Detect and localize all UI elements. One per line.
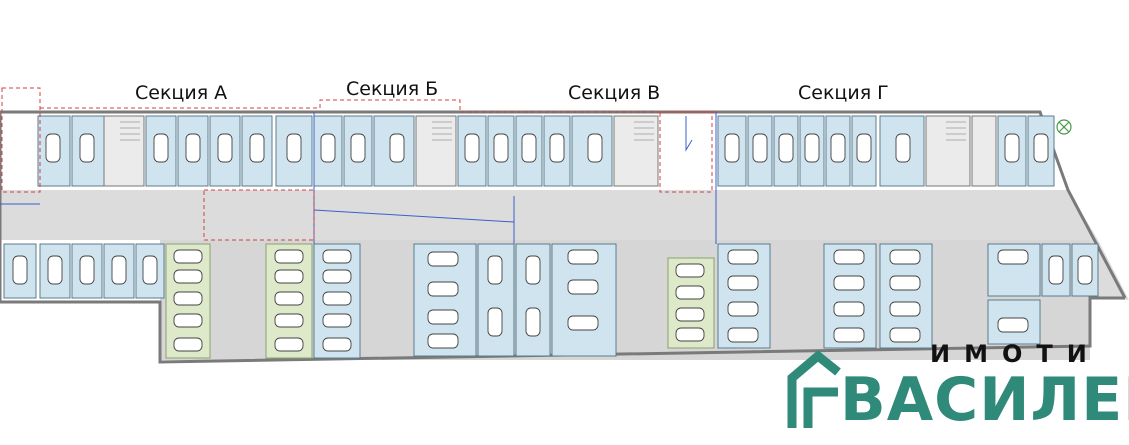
- car-symbols: [12, 133, 1093, 352]
- section-label-c: Секция В: [568, 82, 661, 104]
- north-marker: [1056, 119, 1072, 135]
- logo-tagline: ИМОТИ: [930, 340, 1101, 368]
- outer-wall-bottom: [0, 296, 1125, 364]
- upper-garages: [37, 115, 1055, 187]
- logo-brand-name: ВАСИЛЕВ: [840, 365, 1129, 435]
- red-dashed-outlines: [1, 87, 716, 241]
- section-label-d: Секция Г: [798, 82, 889, 104]
- logo-house-icon: [787, 350, 841, 428]
- stair-treads: [120, 121, 966, 141]
- driveway-corridor: [0, 190, 1129, 300]
- section-label-b: Секция Б: [346, 78, 439, 100]
- section-label-a: Секция А: [135, 82, 228, 104]
